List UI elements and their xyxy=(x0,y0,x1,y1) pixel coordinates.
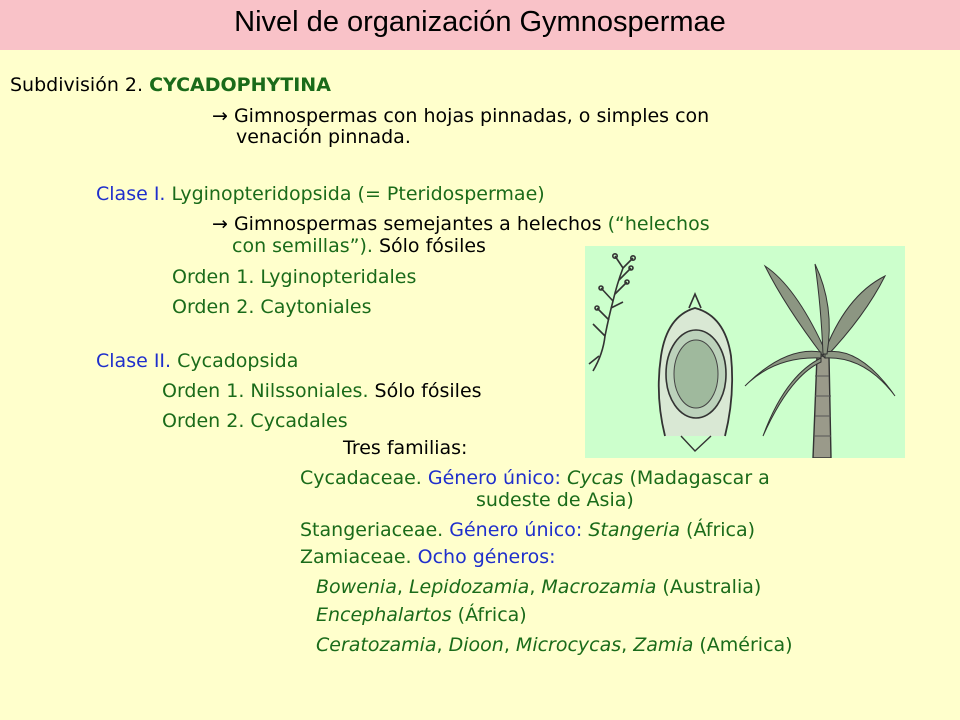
clase1-desc-quote: (“helechos xyxy=(607,213,710,235)
genus-name: Encephalartos xyxy=(316,604,452,626)
plant-illustration-svg xyxy=(588,253,896,459)
cycadaceae-line: Cycadaceae. Género único: Cycas (Madagas… xyxy=(300,467,770,489)
genus-name: Lepidozamia xyxy=(408,576,530,598)
subdivision-line: Subdivisión 2. CYCADOPHYTINA xyxy=(10,74,331,96)
stangeriaceae-label: Género único: xyxy=(449,519,589,541)
clase2-fossil-note: Sólo fósiles xyxy=(374,380,482,402)
cycadaceae-genus: Cycas xyxy=(566,467,624,489)
genus-name: Macrozamia xyxy=(541,576,657,598)
genus-name: Microcycas xyxy=(515,634,622,656)
genus-region: (Australia) xyxy=(656,576,762,598)
genus-region: (América) xyxy=(693,634,793,656)
zamiaceae-label: Ocho géneros: xyxy=(417,546,556,568)
separator: , xyxy=(529,576,542,598)
tree-plant-drawing xyxy=(744,263,896,459)
clase1-desc-line1: → Gimnospermas semejantes a helechos (“h… xyxy=(212,213,710,235)
genera-africa: Encephalartos (África) xyxy=(316,604,527,626)
subdivision-desc-line2: venación pinnada. xyxy=(236,126,411,148)
ovule-section-drawing xyxy=(657,291,734,452)
genus-name: Zamia xyxy=(633,634,694,656)
clase1-desc-text: Gimnospermas semejantes a helechos xyxy=(227,213,608,235)
genus-name: Ceratozamia xyxy=(316,634,437,656)
zamiaceae-name: Zamiaceae. xyxy=(300,546,418,568)
stangeriaceae-line: Stangeriaceae. Género único: Stangeria (… xyxy=(300,519,755,541)
genus-name: Bowenia xyxy=(316,576,397,598)
separator: , xyxy=(621,634,634,656)
clase2-order-2: Orden 2. Cycadales xyxy=(162,410,348,432)
subdivision-desc-line1: → Gimnospermas con hojas pinnadas, o sim… xyxy=(212,105,709,127)
subdivision-prefix: Subdivisión 2. xyxy=(10,74,150,96)
genus-region: (África) xyxy=(451,604,527,626)
seed-fern-frond-drawing xyxy=(588,253,636,372)
title-bar: Nivel de organización Gymnospermae xyxy=(0,0,960,50)
clase1-fossil-note: Sólo fósiles xyxy=(378,235,486,257)
clase1-order-2: Orden 2. Caytoniales xyxy=(172,296,372,318)
separator: , xyxy=(396,576,409,598)
subdivision-name: CYCADOPHYTINA xyxy=(149,74,331,96)
tres-familias: Tres familias: xyxy=(343,437,468,459)
genera-america: Ceratozamia, Dioon, Microcycas, Zamia (A… xyxy=(316,634,793,656)
clase1-desc-quote-end: con semillas”). xyxy=(232,235,379,257)
plant-illustration xyxy=(585,246,905,459)
cycadaceae-label: Género único: xyxy=(427,467,567,489)
clase2-line: Clase II. Cycadopsida xyxy=(96,350,298,372)
clase1-order-1: Orden 1. Lyginopteridales xyxy=(172,266,417,288)
cycadaceae-name: Cycadaceae. xyxy=(300,467,428,489)
clase1-desc-line2: con semillas”). Sólo fósiles xyxy=(232,235,486,257)
separator: , xyxy=(436,634,449,656)
stangeriaceae-name: Stangeriaceae. xyxy=(300,519,450,541)
cycadaceae-region: (Madagascar a xyxy=(623,467,770,489)
genus-name: Dioon xyxy=(448,634,504,656)
clase1-line: Clase I. Lyginopteridopsida (= Pteridosp… xyxy=(96,183,545,205)
clase2-order-1-name: Orden 1. Nilssoniales. xyxy=(162,380,375,402)
zamiaceae-line: Zamiaceae. Ocho géneros: xyxy=(300,546,556,568)
clase2-order-1: Orden 1. Nilssoniales. Sólo fósiles xyxy=(162,380,482,402)
stangeriaceae-genus: Stangeria xyxy=(588,519,680,541)
subdivision-desc-text: Gimnospermas con hojas pinnadas, o simpl… xyxy=(227,105,710,127)
clase1-prefix: Clase I. xyxy=(96,183,172,205)
slide-title: Nivel de organización Gymnospermae xyxy=(234,6,726,38)
cycadaceae-line2: sudeste de Asia) xyxy=(476,489,634,511)
clase2-prefix: Clase II. xyxy=(96,350,178,372)
clase1-name: Lyginopteridopsida (= Pteridospermae) xyxy=(171,183,545,205)
clase2-name: Cycadopsida xyxy=(177,350,299,372)
stangeriaceae-region: (África) xyxy=(680,519,756,541)
separator: , xyxy=(503,634,516,656)
arrow-icon: → xyxy=(212,213,228,235)
arrow-icon: → xyxy=(212,105,228,127)
genera-australia: Bowenia, Lepidozamia, Macrozamia (Austra… xyxy=(316,576,761,598)
